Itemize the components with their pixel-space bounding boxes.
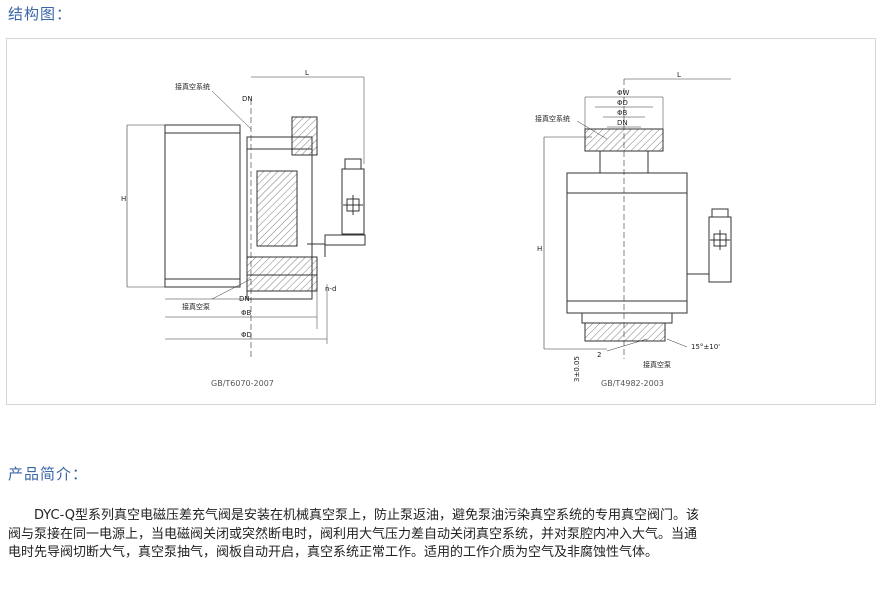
structure-diagram-heading: 结构图： bbox=[8, 5, 73, 23]
left-label-L: L bbox=[305, 69, 309, 77]
left-label-vac-system: 接真空系统 bbox=[175, 82, 210, 91]
left-label-dn-bottom: DN bbox=[239, 295, 250, 303]
right-valve-top-cap bbox=[566, 172, 688, 194]
left-standard-caption: GB/T6070-2007 bbox=[211, 379, 274, 388]
left-label-dn-top: DN bbox=[242, 95, 253, 103]
right-label-dim2: 2 bbox=[597, 351, 601, 359]
left-drawing-labels: 接真空系统 DN L H DN n-d 接真空泵 ΦB ΦD bbox=[121, 69, 336, 339]
structure-diagram-figure: 接真空系统 DN L H DN n-d 接真空泵 ΦB ΦD bbox=[6, 38, 876, 405]
left-label-phiD: ΦD bbox=[241, 331, 252, 339]
technical-drawing: 接真空系统 DN L H DN n-d 接真空泵 ΦB ΦD bbox=[121, 69, 732, 382]
valve-plate-section bbox=[256, 170, 298, 247]
right-drawing-labels: 接真空系统 L ΦW ΦD ΦB DN H 15°±10' 接真空泵 2 3±0… bbox=[535, 71, 720, 382]
right-label-phiB: ΦB bbox=[617, 109, 628, 117]
right-label-angle: 15°±10' bbox=[691, 343, 720, 351]
product-description: DYC-Q型系列真空电磁压差充气阀是安装在机械真空泵上，防止泵返油，避免泵油污染… bbox=[8, 507, 708, 563]
right-valve-drawing bbox=[543, 78, 732, 359]
left-valve-body bbox=[164, 124, 241, 288]
left-label-phiB: ΦB bbox=[241, 309, 252, 317]
right-label-tolerance: 3±0.05 bbox=[573, 356, 581, 382]
right-standard-caption: GB/T4982-2003 bbox=[601, 379, 664, 388]
description-paragraph: DYC-Q型系列真空电磁压差充气阀是安装在机械真空泵上，防止泵返油，避免泵油污染… bbox=[8, 508, 700, 560]
product-intro-heading: 产品简介： bbox=[8, 465, 89, 483]
right-label-phiW: ΦW bbox=[617, 89, 630, 97]
right-label-phiD: ΦD bbox=[617, 99, 628, 107]
right-label-dn: DN bbox=[617, 119, 628, 127]
left-label-nd: n-d bbox=[325, 285, 336, 293]
left-label-H: H bbox=[121, 195, 126, 203]
left-label-pump: 接真空泵 bbox=[182, 302, 210, 311]
right-label-L: L bbox=[677, 71, 681, 79]
right-label-vac-system: 接真空系统 bbox=[535, 114, 570, 123]
right-label-H: H bbox=[537, 245, 542, 253]
right-label-pump: 接真空泵 bbox=[643, 360, 671, 369]
left-valve-drawing bbox=[126, 76, 366, 359]
right-valve-body bbox=[566, 192, 688, 314]
